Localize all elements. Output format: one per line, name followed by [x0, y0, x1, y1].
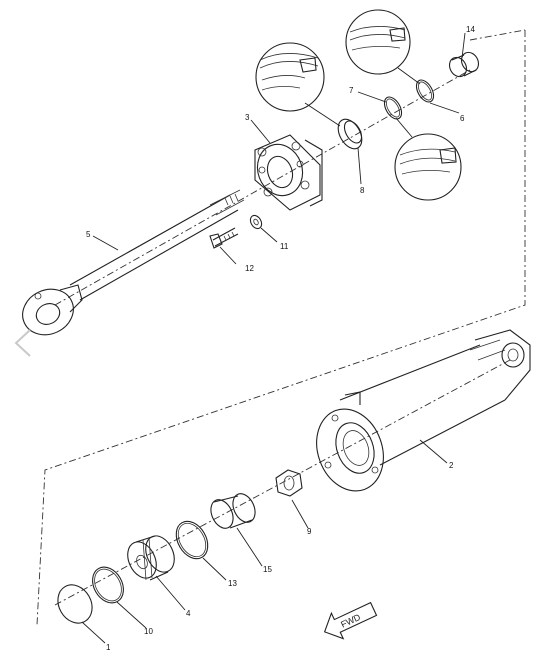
part-13-ring	[175, 520, 209, 560]
part-14-bushing	[448, 51, 480, 78]
part-11-washer	[249, 214, 263, 230]
callout-9: 9	[307, 527, 312, 536]
upper-centerline	[54, 69, 471, 306]
fwd-direction-arrow: FWD	[323, 601, 378, 640]
part-6-ring	[415, 79, 435, 103]
part-9-nut	[275, 469, 303, 497]
detail-circle-ring-7	[394, 117, 462, 201]
detail-circle-seal-8	[255, 42, 341, 127]
callout-7: 7	[349, 86, 354, 95]
callout-4: 4	[186, 609, 191, 618]
leader-lines	[81, 32, 466, 644]
callout-14: 14	[466, 25, 475, 34]
part-2-barrel	[316, 329, 531, 492]
callout-6: 6	[460, 114, 465, 123]
part-5-rod	[22, 189, 245, 336]
previous-chevron-icon[interactable]	[14, 329, 31, 357]
assembly-boundary	[36, 30, 526, 626]
callout-12: 12	[245, 264, 254, 273]
part-1-ring	[57, 584, 93, 624]
part-4-piston	[127, 535, 175, 581]
callout-1: 1	[106, 643, 111, 652]
part-8-seal	[337, 118, 363, 150]
part-10-ring	[92, 566, 124, 604]
lower-centerline	[54, 359, 511, 606]
callout-13: 13	[228, 579, 237, 588]
detail-circle-ring-6	[345, 9, 421, 85]
callout-5: 5	[86, 230, 91, 239]
part-12-bolt	[209, 227, 239, 249]
part-7-ring	[383, 96, 403, 120]
callout-8: 8	[360, 186, 365, 195]
callout-10: 10	[144, 627, 153, 636]
callout-15: 15	[263, 565, 272, 574]
callout-2: 2	[449, 461, 454, 470]
part-3-head	[254, 134, 323, 211]
part-15-bushing	[210, 493, 256, 529]
callout-11: 11	[280, 242, 289, 251]
callout-3: 3	[245, 113, 250, 122]
